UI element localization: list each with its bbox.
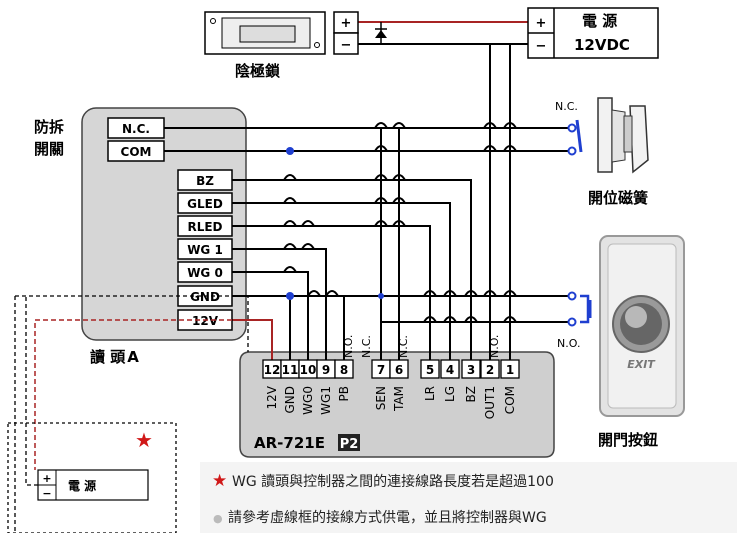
reader-12v-wire bbox=[232, 319, 273, 360]
reader-terminal-bz: BZ bbox=[196, 174, 214, 188]
controller-terminal-name: WG0 bbox=[301, 386, 315, 415]
note-star-icon: ★ bbox=[212, 471, 227, 491]
controller-terminal-name: WG1 bbox=[319, 386, 333, 415]
wire-crossings bbox=[283, 122, 517, 323]
door-lock-label: 陰極鎖 bbox=[235, 62, 281, 80]
reader-terminal-12v: 12V bbox=[192, 314, 219, 328]
wg1-wire bbox=[232, 248, 327, 360]
wg0-wire bbox=[232, 271, 309, 360]
junction-dot bbox=[286, 147, 294, 155]
tamper-label-line1: 防拆 bbox=[34, 118, 64, 136]
aux-12v-dashed bbox=[34, 319, 232, 470]
bz-wire bbox=[232, 179, 472, 360]
reader-terminal-wg0: WG 0 bbox=[187, 266, 223, 280]
controller-terminal-number: 1 bbox=[506, 363, 514, 377]
junction-dot bbox=[378, 293, 384, 299]
controller-terminal-box bbox=[480, 359, 500, 379]
controller-model: AR-721E bbox=[254, 434, 325, 452]
controller-terminal-name: TAM bbox=[392, 386, 406, 412]
lock-minus-terminal: − bbox=[341, 38, 352, 53]
tamper-nc-label: N.C. bbox=[122, 122, 150, 136]
controller-terminal-number: 11 bbox=[282, 363, 299, 377]
reader-terminal-wg1: WG 1 bbox=[187, 243, 223, 257]
controller-terminal-number: 10 bbox=[300, 363, 317, 377]
aux-gnd-dashed bbox=[15, 295, 249, 352]
controller-badge: P2 bbox=[340, 437, 359, 452]
controller-terminal-number: 6 bbox=[395, 363, 403, 377]
controller-terminal-number: 7 bbox=[377, 363, 385, 377]
door-contact-label: 開位磁簧 bbox=[588, 189, 648, 207]
tamper-terminals: N.C. COM bbox=[107, 117, 165, 162]
controller-terminal-box bbox=[461, 359, 481, 379]
diode bbox=[375, 22, 387, 44]
reader-terminal-gnd: GND bbox=[190, 290, 220, 304]
controller-terminal-number: 12 bbox=[264, 363, 281, 377]
door-contact-nc-label: N.C. bbox=[555, 100, 578, 113]
controller-badge-bg bbox=[338, 434, 360, 451]
contact-mark-sen: N.C. bbox=[360, 335, 373, 358]
controller-terminal-name: LG bbox=[443, 386, 457, 402]
contact-mark-pb: N.O. bbox=[342, 335, 355, 358]
controller-terminal-name: COM bbox=[503, 386, 517, 414]
note-bullet-icon: ● bbox=[213, 512, 223, 525]
controller-terminal-box bbox=[334, 359, 354, 379]
gled-wire bbox=[232, 202, 451, 360]
controller-terminal-number: 4 bbox=[446, 363, 454, 377]
aux-minus-terminal: − bbox=[42, 487, 51, 500]
notes-band bbox=[200, 462, 737, 533]
contact-mark-tam: N.C. bbox=[397, 335, 410, 358]
controller-terminal-name: GND bbox=[283, 386, 297, 414]
contact-marks: N.O. N.C. N.C. N.O. bbox=[342, 335, 501, 358]
controller-terminal-number: 3 bbox=[467, 363, 475, 377]
exit-button-label: 開門按鈕 bbox=[598, 431, 658, 449]
exit-button-face-text: EXIT bbox=[627, 358, 656, 371]
aux-star-icon: ★ bbox=[135, 428, 153, 452]
controller-terminal-box bbox=[440, 359, 460, 379]
controller-terminal-number: 2 bbox=[486, 363, 494, 377]
aux-plus-terminal: + bbox=[42, 472, 51, 485]
psu-plus-terminal: + bbox=[536, 16, 547, 31]
power-supply-voltage: 12VDC bbox=[574, 36, 630, 54]
com-drop bbox=[509, 43, 528, 360]
reader-terminal-gled: GLED bbox=[187, 197, 223, 211]
controller-terminal-name: OUT1 bbox=[483, 386, 497, 419]
door-contact bbox=[567, 97, 649, 174]
controller-terminal-box bbox=[389, 359, 409, 379]
tamper-label-line2: 開關 bbox=[34, 140, 64, 158]
door-lock bbox=[204, 11, 326, 55]
lock-plus-terminal: + bbox=[341, 16, 352, 31]
exit-button-no-label: N.O. bbox=[557, 337, 580, 350]
power-supply-title: 電 源 bbox=[582, 12, 617, 30]
controller-terminal-box bbox=[500, 359, 520, 379]
controller-terminal-name: SEN bbox=[374, 386, 388, 410]
psu-minus-terminal: − bbox=[536, 39, 547, 54]
reader-terminal-rled: RLED bbox=[187, 220, 222, 234]
controller-terminal-box bbox=[420, 359, 440, 379]
controller-terminal-name: BZ bbox=[464, 386, 478, 402]
aux-power-title: 電 源 bbox=[68, 478, 96, 493]
contact-mark-out1: N.O. bbox=[488, 335, 501, 358]
controller-terminal-name: PB bbox=[337, 386, 351, 401]
aux-minus-dashed bbox=[25, 296, 38, 486]
note-line-2: 請參考虛線框的接線方式供電，並且將控制器與WG bbox=[228, 509, 547, 526]
controller-terminal-number: 8 bbox=[340, 363, 348, 377]
controller-terminal-name: 12V bbox=[265, 385, 279, 409]
reader-terminals: BZ GLED RLED WG 1 WG 0 GND 12V bbox=[177, 169, 233, 331]
tamper-com-label: COM bbox=[121, 145, 152, 159]
controller-terminal-number: 5 bbox=[426, 363, 434, 377]
controller-terminal-name: LR bbox=[423, 386, 437, 401]
rled-wire bbox=[232, 225, 431, 360]
junction-dot bbox=[286, 292, 294, 300]
controller-terminal-number: 9 bbox=[322, 363, 330, 377]
note-line-1: WG 讀頭與控制器之間的連接線路長度若是超過100 bbox=[232, 473, 554, 490]
exit-button bbox=[567, 235, 685, 417]
